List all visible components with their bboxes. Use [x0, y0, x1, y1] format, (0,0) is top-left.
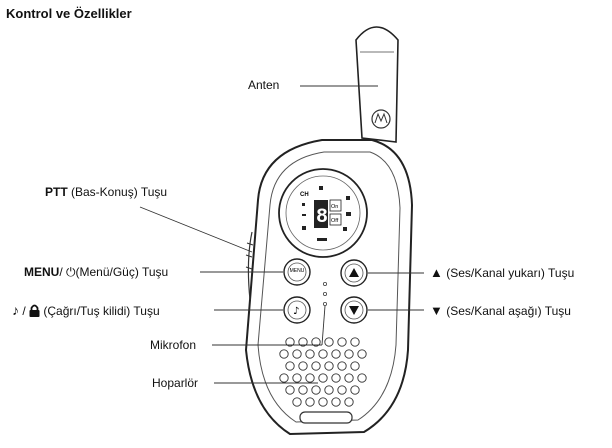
speaker-hole: [305, 373, 315, 383]
label-down-arrow-icon: ▼: [430, 303, 443, 318]
lock-icon: [29, 304, 40, 317]
label-antenna: Anten: [248, 78, 280, 92]
speaker-hole: [337, 361, 347, 371]
speaker-hole: [350, 337, 360, 347]
speaker-hole: [279, 349, 289, 359]
antenna: [355, 26, 399, 143]
belt-slot: [299, 411, 353, 424]
label-up-arrow-icon: ▲: [430, 265, 443, 280]
label-mic: Mikrofon: [150, 338, 197, 352]
label-call-lock: ♪ / (Çağrı/Tuş kilidi) Tuşu: [12, 302, 160, 318]
label-down: ▼ (Ses/Kanal aşağı) Tuşu: [430, 303, 571, 318]
up-arrow-icon: [349, 268, 359, 277]
speaker-hole: [357, 373, 367, 383]
display-digit-box: [314, 200, 328, 228]
speaker-hole: [305, 349, 315, 359]
speaker-hole: [337, 337, 347, 347]
speaker-hole: [344, 373, 354, 383]
speaker-hole: [357, 349, 367, 359]
speaker-hole: [285, 361, 295, 371]
speaker-hole: [311, 337, 321, 347]
speaker-hole: [344, 349, 354, 359]
speaker-hole: [331, 373, 341, 383]
ptt-key[interactable]: [247, 231, 253, 301]
speaker-hole: [318, 397, 328, 407]
speaker-grille: [279, 337, 367, 407]
label-menu-rest: / ⏻(Menü/Güç) Tuşu: [59, 265, 169, 279]
display-ch-label: CH: [300, 192, 309, 198]
speaker-hole: [324, 337, 334, 347]
label-ptt-rest: (Bas-Konuş) Tuşu: [67, 185, 168, 199]
speaker-hole: [311, 385, 321, 395]
speaker-hole: [344, 397, 354, 407]
display-off: Off: [331, 218, 339, 224]
label-ptt: PTT (Bas-Konuş) Tuşu: [45, 185, 167, 199]
speaker-hole: [331, 397, 341, 407]
speaker-hole: [350, 385, 360, 395]
motorola-logo: [371, 109, 391, 129]
menu-button-label: MENU: [290, 268, 305, 274]
label-up: ▲ (Ses/Kanal yukarı) Tuşu: [430, 265, 574, 280]
label-menu-bold: MENU: [24, 265, 60, 279]
speaker-hole: [305, 397, 315, 407]
speaker-hole: [311, 361, 321, 371]
display-digit: 8: [316, 206, 328, 229]
label-call-rest: (Çağrı/Tuş kilidi) Tuşu: [43, 304, 160, 318]
speaker-hole: [292, 373, 302, 383]
speaker-hole: [331, 349, 341, 359]
microphone: [322, 281, 327, 306]
page-title: Kontrol ve Özellikler: [6, 6, 132, 21]
label-menu: MENU/ ⏻(Menü/Güç) Tuşu: [24, 265, 168, 280]
speaker-hole: [292, 349, 302, 359]
note-icon: ♪: [12, 302, 19, 318]
speaker-hole: [298, 385, 308, 395]
down-arrow-icon: [349, 306, 359, 315]
speaker-hole: [279, 373, 289, 383]
speaker-hole: [292, 397, 302, 407]
speaker-hole: [337, 385, 347, 395]
call-button-note-icon: ♪: [293, 306, 299, 317]
speaker-hole: [285, 385, 295, 395]
speaker-hole: [298, 361, 308, 371]
leader-lines: [139, 85, 424, 384]
display-on: On: [331, 204, 338, 210]
speaker-hole: [324, 361, 334, 371]
label-speaker: Hoparlör: [152, 376, 199, 390]
label-call-slash: /: [22, 304, 26, 318]
label-ptt-bold: PTT: [45, 185, 68, 199]
speaker-hole: [324, 385, 334, 395]
label-up-rest: (Ses/Kanal yukarı) Tuşu: [446, 266, 575, 280]
speaker-hole: [298, 337, 308, 347]
speaker-hole: [285, 337, 295, 347]
label-down-rest: (Ses/Kanal aşağı) Tuşu: [446, 304, 571, 318]
speaker-hole: [318, 349, 328, 359]
speaker-hole: [318, 373, 328, 383]
speaker-hole: [350, 361, 360, 371]
